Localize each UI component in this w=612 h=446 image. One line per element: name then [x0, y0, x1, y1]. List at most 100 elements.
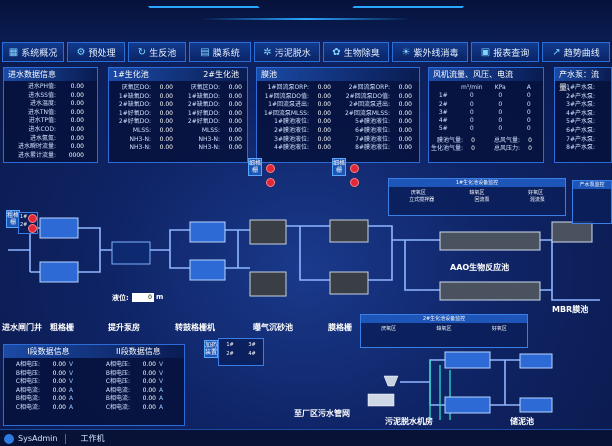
tab-system-overview[interactable]: ▦系统概况	[2, 42, 64, 62]
product-pump-row: 3#产水泵:	[566, 101, 595, 109]
tab-trend-curve[interactable]: ↗趋势曲线	[542, 42, 610, 62]
tab-sludge-dewatering[interactable]: ✲污泥脱水	[254, 42, 320, 62]
tank-grit-2	[249, 271, 287, 297]
pipe-sludge	[400, 359, 445, 406]
filter-icon: ▤	[200, 46, 210, 58]
equip-reflux-pump: 回流泵	[474, 197, 490, 203]
membrane-row: 1#回流泵DO值:0.00	[264, 92, 331, 100]
bio2-zones: 厌氧区 缺氧区 好氧区	[361, 323, 527, 332]
taskbar-machine[interactable]: 工作机	[80, 434, 105, 443]
membrane-row: 3#膜池液位:0.00	[274, 135, 331, 143]
product-pump-row: 7#产水泵:	[566, 135, 595, 143]
product-pump-row: 1#产水泵:	[566, 84, 595, 91]
membrane-row: 2#回流泵ORP:0.00	[348, 84, 412, 91]
dosing-2: 2#	[226, 351, 234, 357]
bio2-row: 1#缺氧DO:0.00	[187, 92, 242, 100]
blower-footer: 膜池气量:0 生化池气量:0 总风气量:0 总风压力:0	[429, 137, 543, 154]
tab-bio-reactor[interactable]: ↻生反池	[128, 42, 186, 62]
fine-grid-2-status[interactable]	[266, 178, 275, 187]
bio1-row: 1#好氧DO:0.00	[118, 109, 173, 117]
product-pump-row: 4#产水泵:	[566, 109, 595, 117]
fine-grid-label: 细格栅	[248, 158, 262, 176]
pipe-network	[8, 217, 600, 420]
tank-membrane-grid-1	[329, 219, 369, 243]
product-pump-row: 8#产水泵:	[566, 144, 595, 152]
product-pump-monitor-title: 产水泵监控	[573, 181, 611, 189]
membrane-panel-title: 膜池	[257, 68, 419, 81]
pipe-coarse-out	[78, 227, 112, 273]
flow-icon: ↻	[137, 46, 147, 58]
coarse-1-status[interactable]	[28, 214, 37, 223]
bio2-row: 厌氧区DO:0.00	[190, 84, 242, 91]
inlet-panel-title: 进水数据信息	[4, 68, 97, 81]
fine-grid-1-status[interactable]	[266, 164, 275, 173]
tab-uv-disinfection[interactable]: ☀紫外线消毒	[392, 42, 468, 62]
tank-coarse-1	[39, 217, 79, 239]
taskbar-user[interactable]: SysAdmin	[18, 434, 58, 443]
fine-grid-3-status[interactable]	[350, 164, 359, 173]
product-pump-row: 6#产水泵:	[566, 126, 595, 134]
product-pump-row: 5#产水泵:	[566, 118, 595, 126]
label-storage: 储泥池	[510, 417, 534, 426]
blower-footer-row: 膜池气量:0	[436, 136, 475, 144]
bio1-row: 1#缺氧DO:0.00	[118, 92, 173, 100]
label-to-network: 至厂区污水管网	[294, 409, 350, 418]
pipe-drum-out	[225, 229, 250, 269]
bio-tank-panel: 1#生化池 2#生化池 厌氧区DO:0.00 1#缺氧DO:0.00 2#缺氧D…	[108, 67, 248, 163]
membrane-row: 1#回流泵ORP:0.00	[267, 84, 331, 91]
pipe-grit-out	[286, 225, 330, 281]
trend-icon: ↗	[552, 46, 561, 58]
tank-membrane-grid-2	[329, 271, 369, 295]
tab-bio-deodor[interactable]: ✿生物除臭	[323, 42, 389, 62]
membrane-row: 1#回流泵进出:0.00	[268, 101, 331, 109]
section-2-title: II段数据信息	[116, 347, 161, 356]
coarse-c2: 2#	[20, 222, 28, 228]
title-bar	[0, 0, 612, 40]
membrane-row: 2#回流泵MLSS:0.00	[344, 109, 412, 117]
membrane-columns: 1#回流泵ORP:0.00 1#回流泵DO值:0.00 1#回流泵进出:0.00…	[257, 81, 419, 153]
dosing-control: 1# 3# 2# 4#	[218, 338, 264, 366]
fine-grid-4-status[interactable]	[350, 178, 359, 187]
membrane-row: 6#膜池液位:0.00	[355, 126, 412, 134]
pipe-inlet	[8, 227, 40, 273]
bio1-zones: 厌氧区 缺氧区 好氧区	[389, 187, 565, 196]
tank-aao-1	[439, 231, 541, 251]
product-pump-monitor: 产水泵监控	[572, 180, 612, 224]
label-aerated-grit: 曝气沉砂池	[253, 323, 293, 332]
tank-aao-2	[439, 281, 541, 301]
bio1-monitor-panel: 1#生化池设备监控 厌氧区 缺氧区 好氧区 立式搅拌器 回流泵 混流泵	[388, 178, 566, 216]
tab-pretreatment[interactable]: ⚙预处理	[67, 42, 125, 62]
pipe-storage	[490, 359, 520, 406]
title-deco-center	[200, 18, 412, 20]
dosing-4: 4#	[248, 351, 256, 357]
membrane-row: 8#膜池液位:0.00	[355, 144, 412, 152]
tank-grit-1	[249, 219, 287, 245]
bio1-row: MLSS:0.00	[132, 126, 173, 134]
blower-footer-right: 总风气量:0 总风压力:0	[486, 137, 543, 154]
process-diagram: 粗格栅 1# 2# 细格栅 细格栅 1#生化池设备监控 厌氧区 缺氧区 好氧区 …	[0, 150, 612, 430]
bio1-row: 2#好氧DO:0.00	[118, 118, 173, 126]
bio-panel-header: 1#生化池 2#生化池	[109, 68, 247, 81]
tab-membrane-system[interactable]: ▤膜系统	[189, 42, 251, 62]
bio2-column: 厌氧区DO:0.00 1#缺氧DO:0.00 2#缺氧DO:0.00 1#好氧D…	[178, 84, 247, 153]
tab-report-query[interactable]: ▣报表查询	[471, 42, 539, 62]
taskbar-divider	[65, 433, 67, 444]
membrane-row: 4#膜池液位:0.00	[274, 144, 331, 152]
bio2-row: MLSS:0.00	[201, 126, 242, 134]
dosing-row-2: 2# 4#	[219, 348, 263, 357]
membrane-row: 2#回流泵DO值:0.00	[345, 92, 412, 100]
coarse-2-status[interactable]	[28, 224, 37, 233]
dosing-3: 3#	[248, 342, 256, 348]
zone-aerobic-2: 好氧区	[491, 326, 507, 332]
blower-footer-row: 总风气量:0	[493, 136, 532, 144]
bio-columns: 厌氧区DO:0.00 1#缺氧DO:0.00 2#缺氧DO:0.00 1#好氧D…	[109, 81, 247, 153]
